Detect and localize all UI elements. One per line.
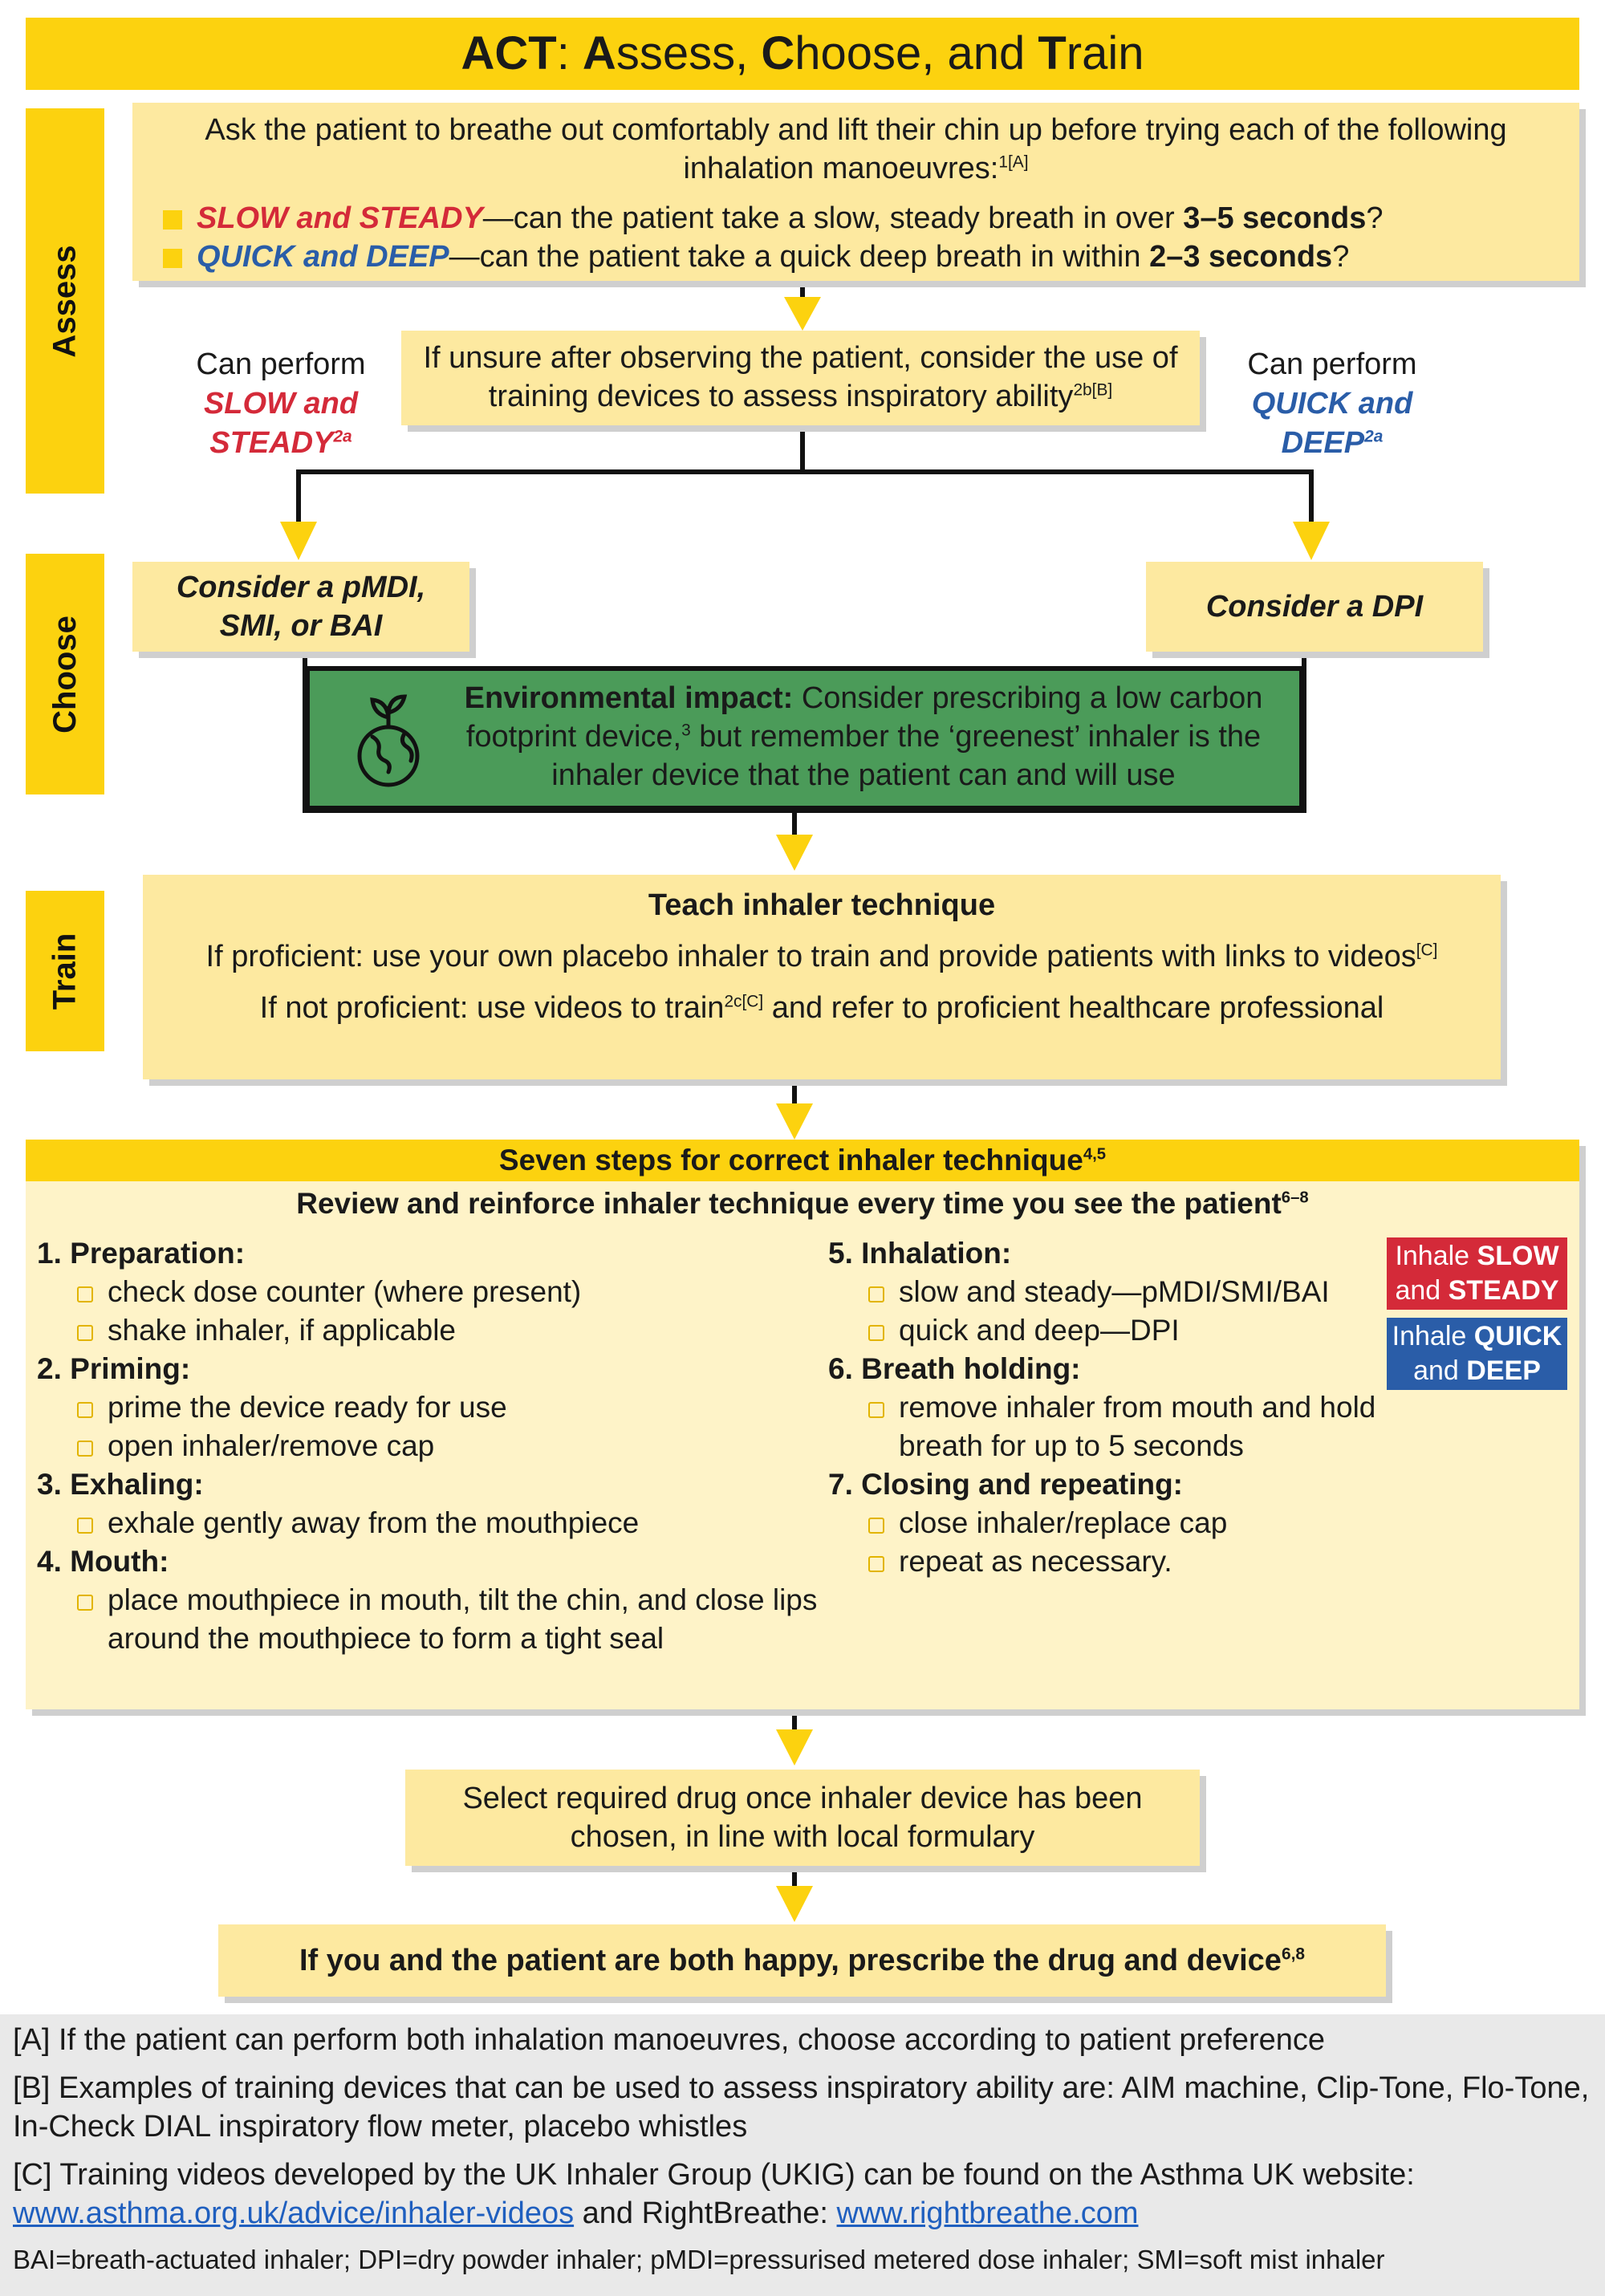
choose-pmdi-box: Consider a pMDI, SMI, or BAI — [132, 562, 469, 652]
assess-item-quick: QUICK and DEEP—can the patient take a qu… — [148, 238, 1563, 276]
checkbox-icon — [77, 1595, 93, 1611]
checkbox-icon — [868, 1286, 884, 1302]
checkbox-icon — [77, 1518, 93, 1534]
section-label-train: Train — [26, 891, 104, 1051]
select-drug-box: Select required drug once inhaler device… — [405, 1770, 1200, 1866]
checkbox-icon — [77, 1325, 93, 1341]
badge-inhale-quick: Inhale QUICK and DEEP — [1387, 1318, 1567, 1390]
footnote-a: [A] If the patient can perform both inha… — [13, 2023, 1326, 2057]
asthma-uk-link[interactable]: www.asthma.org.uk/advice/inhaler-videos — [13, 2196, 575, 2230]
checkbox-icon — [868, 1518, 884, 1534]
rightbreathe-link[interactable]: www.rightbreathe.com — [836, 2196, 1139, 2230]
footnote-abbreviations: BAI=breath-actuated inhaler; DPI=dry pow… — [13, 2245, 1385, 2274]
checkbox-icon — [868, 1556, 884, 1572]
choose-dpi-box: Consider a DPI — [1146, 562, 1483, 652]
section-label-choose: Choose — [26, 554, 104, 794]
footnotes-box: [A] If the patient can perform both inha… — [0, 2014, 1605, 2296]
title-act: ACT — [461, 27, 557, 79]
assess-box: Ask the patient to breathe out comfortab… — [132, 103, 1579, 281]
right-branch-label: Can perform QUICK and DEEP2a — [1247, 347, 1417, 460]
section-label-assess: Assess — [26, 108, 104, 494]
environmental-impact-box: Environmental impact: Consider prescribi… — [305, 666, 1304, 811]
train-box: Teach inhaler technique If proficient: u… — [143, 875, 1501, 1079]
footnote-b: [B] Examples of training devices that ca… — [13, 2071, 1590, 2144]
train-heading: Teach inhaler technique — [648, 888, 996, 922]
checkbox-icon — [77, 1441, 93, 1457]
footnote-c: [C] Training videos developed by the UK … — [13, 2158, 1415, 2230]
badge-inhale-slow: Inhale SLOW and STEADY — [1387, 1237, 1567, 1310]
assess-item-slow: SLOW and STEADY—can the patient take a s… — [148, 199, 1563, 238]
checkbox-icon — [77, 1286, 93, 1302]
checkbox-icon — [868, 1402, 884, 1418]
seven-steps-subheader: Review and reinforce inhaler technique e… — [296, 1187, 1309, 1220]
steps-left-column: 1. Preparation: check dose counter (wher… — [37, 1237, 818, 1655]
bullet-square-icon — [163, 210, 182, 230]
seven-steps-box: Seven steps for correct inhaler techniqu… — [26, 1140, 1579, 1709]
unsure-box: If unsure after observing the patient, c… — [401, 331, 1200, 425]
title-bar: ACT: Assess, Choose, and Train — [26, 18, 1579, 90]
globe-plant-icon — [357, 694, 420, 787]
steps-right-column: 5. Inhalation: slow and steady—pMDI/SMI/… — [828, 1237, 1376, 1578]
assess-intro: Ask the patient to breathe out comfortab… — [205, 113, 1507, 185]
seven-steps-header: Seven steps for correct inhaler techniqu… — [26, 1140, 1579, 1181]
checkbox-icon — [868, 1325, 884, 1341]
prescribe-box: If you and the patient are both happy, p… — [218, 1924, 1386, 1997]
bullet-square-icon — [163, 249, 182, 268]
left-branch-label: Can perform SLOW and STEADY2a — [196, 347, 366, 460]
checkbox-icon — [77, 1402, 93, 1418]
